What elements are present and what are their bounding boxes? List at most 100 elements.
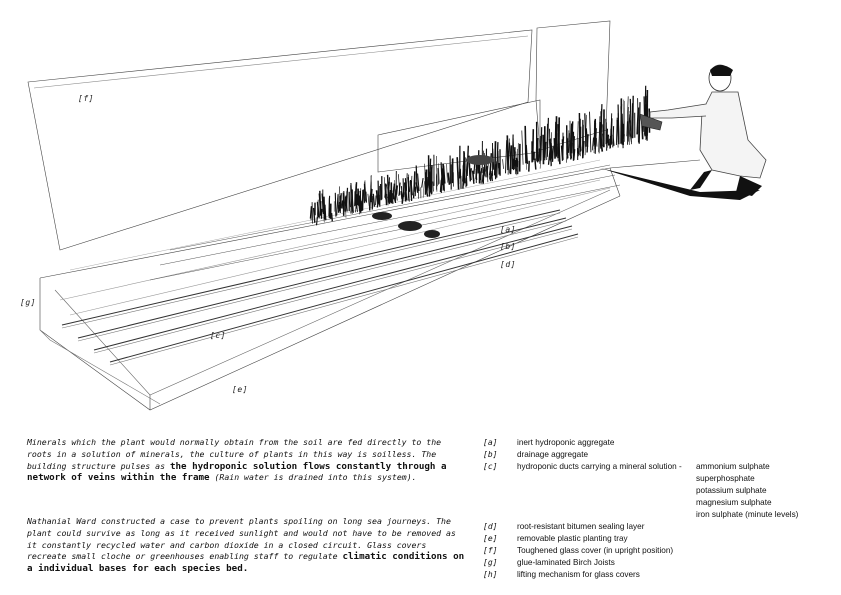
- plant-stalk: [570, 121, 574, 154]
- plant-stalk: [628, 106, 630, 145]
- plant-stalk: [430, 164, 433, 195]
- plant-stalk: [330, 213, 333, 222]
- label-a: [a]: [500, 225, 516, 234]
- plant-stalk: [612, 126, 615, 148]
- legend-desc: drainage aggregate: [517, 450, 589, 459]
- plant-stalk: [502, 159, 504, 169]
- plant-stalk: [577, 142, 580, 155]
- plant-stalk: [392, 183, 396, 200]
- plant-stalk: [589, 111, 592, 153]
- legend-key: [h]: [483, 570, 498, 579]
- base-frame-bottom-edge: [39, 329, 161, 405]
- root-clump-1: [372, 212, 392, 220]
- plant-stalk: [636, 107, 640, 135]
- plant-stalk: [404, 178, 408, 201]
- plant-stalk: [321, 193, 324, 215]
- plant-stalk: [456, 157, 460, 190]
- mineral-item: magnesium sulphate: [696, 498, 772, 507]
- plant-stalk: [389, 183, 392, 203]
- plant-stalk: [338, 201, 341, 213]
- plant-stalk: [437, 167, 439, 185]
- plant-stalk: [524, 125, 527, 164]
- plant-stalk: [556, 142, 558, 159]
- plant-stalk: [544, 141, 547, 161]
- plant-stalk: [406, 173, 408, 191]
- plant-stalk: [372, 193, 376, 207]
- plant-stalk: [605, 118, 608, 148]
- plant-stalk: [505, 140, 508, 174]
- plant-stalk: [506, 135, 509, 171]
- plant-stalk: [526, 156, 528, 170]
- legend-key: [d]: [483, 522, 498, 531]
- person-watering-figure: [600, 64, 767, 200]
- plant-stalk: [596, 137, 598, 147]
- plant-stalk: [383, 177, 386, 200]
- plant-stalk: [401, 192, 405, 204]
- mineral-item: potassium sulphate: [696, 486, 767, 495]
- plant-stalk: [462, 165, 465, 178]
- description-paragraph-hydroponics: Minerals which the plant would normally …: [27, 437, 467, 484]
- planting-bed-axonometric-drawing: [27, 20, 767, 411]
- plant-stalk: [337, 186, 341, 209]
- legend-key: [c]: [483, 462, 498, 471]
- plant-stalk: [579, 118, 582, 156]
- plant-stalk: [312, 207, 316, 223]
- legend-key: [g]: [483, 558, 498, 567]
- plant-stalk: [388, 189, 392, 205]
- plant-stalk: [417, 173, 420, 192]
- plant-stalk: [621, 113, 624, 149]
- plant-stalk: [629, 132, 632, 143]
- plant-stalk: [398, 174, 401, 195]
- plant-stalk: [626, 96, 629, 137]
- mineral-item: iron sulphate (minute levels): [696, 510, 799, 519]
- plant-stalk: [480, 171, 482, 184]
- plant-stalk: [387, 188, 390, 199]
- plant-stalk: [579, 137, 582, 151]
- duct-4: [109, 233, 579, 363]
- plant-stalk: [344, 197, 347, 218]
- legend-key: [e]: [483, 534, 498, 543]
- label-e: [e]: [232, 385, 248, 394]
- plant-stalk: [442, 165, 446, 184]
- plant-stalk: [482, 166, 485, 184]
- plant-stalk: [368, 195, 371, 211]
- plant-growth: [309, 85, 651, 226]
- legend-desc: Toughened glass cover (in upright positi…: [517, 546, 674, 555]
- plant-stalk: [511, 134, 514, 170]
- legend-desc: removable plastic planting tray: [517, 534, 628, 543]
- plant-stalk: [410, 175, 413, 195]
- plant-stalk: [363, 189, 365, 204]
- plant-stalk: [364, 180, 366, 204]
- plant-stalk: [602, 124, 605, 147]
- plant-stalk: [540, 127, 543, 161]
- label-d: [d]: [500, 260, 516, 269]
- glass-cover-left-inner: [33, 35, 529, 89]
- plant-stalk: [509, 145, 513, 175]
- plant-stalk: [553, 138, 556, 159]
- plant-stalk: [425, 187, 429, 197]
- plant-stalk: [629, 98, 632, 138]
- plant-stalk: [561, 139, 564, 160]
- plant-stalk: [360, 200, 363, 212]
- label-b: [b]: [500, 242, 516, 251]
- mineral-item: ammonium sulphate: [696, 462, 770, 471]
- plant-stalk: [557, 124, 561, 158]
- plant-stalk: [629, 114, 632, 136]
- duct-1: [61, 209, 561, 326]
- plant-stalk: [585, 128, 589, 147]
- plant-stalk: [469, 171, 472, 181]
- legend-desc: root-resistant bitumen sealing layer: [517, 522, 645, 531]
- para2-text-1: Nathanial Ward constructed a case to pre…: [27, 516, 456, 562]
- legend-key: [f]: [483, 546, 498, 555]
- plant-stalk: [566, 137, 568, 163]
- plant-stalk: [370, 188, 373, 210]
- plant-stalk: [367, 193, 370, 207]
- duct-2: [77, 217, 567, 339]
- plant-stalk: [319, 201, 322, 216]
- plant-stalk: [356, 189, 359, 209]
- person-shadow: [600, 168, 760, 200]
- plant-stalk: [515, 157, 519, 168]
- legend-desc: lifting mechanism for glass covers: [517, 570, 640, 579]
- plant-stalk: [493, 141, 497, 176]
- plant-stalk: [495, 161, 497, 175]
